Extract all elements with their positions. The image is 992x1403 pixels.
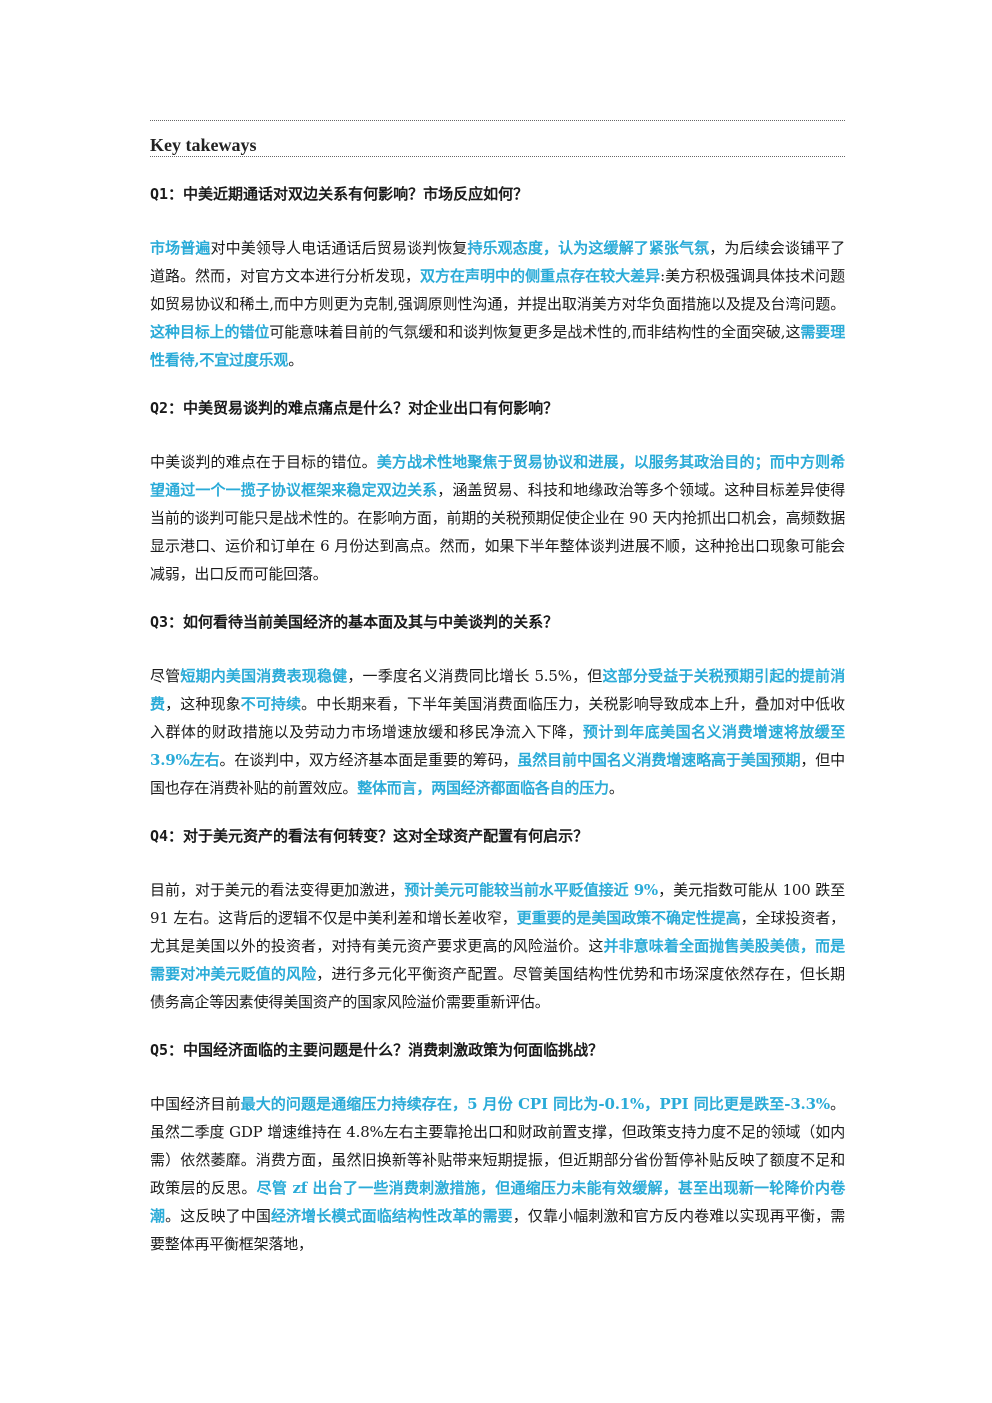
body-text: ，美元指数可能从 100 跌至 91 左右。这背后的逻辑不仅是中美利差和增长差收…: [150, 881, 845, 927]
highlighted-text: 最大的问题是通缩压力持续存在，5 月份 CPI 同比为-0.1%，PPI 同比更…: [240, 1095, 830, 1113]
top-dotted-rule: [150, 120, 845, 121]
body-text: ，涵盖贸易、科技和地缘政治等多个领域。这种目标差异使得当前的谈判可能只是战术性的…: [150, 481, 846, 583]
highlighted-text: 并非意味着全面抛售美股美债，而是需要对冲美元贬值的风险: [150, 937, 845, 983]
qa-content: Q1：中美近期通话对双边关系有何影响？市场反应如何？ 市场普遍对中美领导人电话通…: [150, 182, 845, 1280]
answer-paragraph: 目前，对于美元的看法变得更加激进，预计美元可能较当前水平贬值接近 9%，美元指数…: [150, 876, 845, 1016]
question-heading: Q2：中美贸易谈判的难点痛点是什么？对企业出口有何影响？: [150, 399, 559, 417]
highlighted-text: 市场普遍: [150, 239, 211, 257]
highlighted-text: 整体而言，两国经济都面临各自的压力: [357, 779, 609, 797]
body-text: 。在谈判中，双方经济基本面是重要的筹码，: [219, 751, 518, 769]
question-heading: Q3：如何看待当前美国经济的基本面及其与中美谈判的关系？: [150, 613, 559, 631]
highlighted-text: 双方在声明中的侧重点存在较大差异: [420, 267, 661, 285]
body-text: 。这反映了中国: [165, 1207, 271, 1225]
body-text: ，为后续会谈铺平了道路。然而，对官方文本进行分析发现，: [150, 239, 846, 285]
qa-section-2: Q2：中美贸易谈判的难点痛点是什么？对企业出口有何影响？ 中美谈判的难点在于目标…: [150, 396, 845, 588]
section-title: Key takeways: [150, 135, 257, 155]
highlighted-text: 尽管 zf 出台了一些消费刺激措施，但通缩压力未能有效缓解，甚至出现新一轮降价内…: [150, 1179, 845, 1225]
body-text: 对中美领导人电话通话后贸易谈判恢复: [210, 239, 468, 257]
body-text: ，仅靠小幅刺激和官方反内卷难以实现再平衡，需要整体再平衡框架落地，: [150, 1207, 845, 1253]
highlighted-text: 这部分受益于关税预期引起的提前消费: [150, 667, 845, 713]
highlighted-text: 这种目标上的错位: [150, 323, 270, 341]
answer-paragraph: 中国经济目前最大的问题是通缩压力持续存在，5 月份 CPI 同比为-0.1%，P…: [150, 1090, 845, 1258]
question-heading: Q1：中美近期通话对双边关系有何影响？市场反应如何？: [150, 185, 529, 203]
question-heading: Q4：对于美元资产的看法有何转变？这对全球资产配置有何启示？: [150, 827, 589, 845]
body-text: :美方积极强调具体技术问题如贸易协议和稀土,而中方则更为克制,强调原则性沟通，并…: [150, 267, 845, 313]
body-text: ，但中国也存在消费补贴的前置效应。: [150, 751, 845, 797]
highlighted-text: 经济增长模式面临结构性改革的需要: [270, 1207, 513, 1225]
qa-section-5: Q5：中国经济面临的主要问题是什么？消费刺激政策为何面临挑战？ 中国经济目前最大…: [150, 1038, 845, 1258]
qa-section-4: Q4：对于美元资产的看法有何转变？这对全球资产配置有何启示？ 目前，对于美元的看…: [150, 824, 845, 1016]
highlighted-text: 虽然目前中国名义消费增速略高于美国预期: [517, 751, 801, 769]
highlighted-text: 预计美元可能较当前水平贬值接近 9%: [404, 881, 658, 899]
highlighted-text: 持乐观态度，认为这缓解了紧张气氛: [467, 239, 710, 257]
body-text: 目前，对于美元的看法变得更加激进，: [150, 881, 405, 899]
body-text: 尽管: [150, 667, 181, 685]
body-text: ，这种现象: [165, 695, 241, 713]
qa-section-3: Q3：如何看待当前美国经济的基本面及其与中美谈判的关系？ 尽管短期内美国消费表现…: [150, 610, 845, 802]
body-text: 。: [608, 779, 624, 797]
body-text: 可能意味着目前的气氛缓和和谈判恢复更多是战术性的,而非结构性的全面突破,这: [269, 323, 801, 341]
body-text: 中国经济目前: [150, 1095, 241, 1113]
highlighted-text: 预计到年底美国名义消费增速将放缓至 3.9%左右: [150, 723, 846, 769]
body-text: ，进行多元化平衡资产配置。尽管美国结构性优势和市场深度依然存在，但长期债务高企等…: [150, 965, 845, 1011]
qa-section-1: Q1：中美近期通话对双边关系有何影响？市场反应如何？ 市场普遍对中美领导人电话通…: [150, 182, 845, 374]
answer-paragraph: 尽管短期内美国消费表现稳健，一季度名义消费同比增长 5.5%，但这部分受益于关税…: [150, 662, 845, 802]
highlighted-text: 不可持续: [240, 695, 302, 713]
question-heading: Q5：中国经济面临的主要问题是什么？消费刺激政策为何面临挑战？: [150, 1041, 604, 1059]
highlighted-text: 需要理性看待,不宜过度乐观: [150, 323, 846, 369]
bottom-dotted-rule: [150, 156, 845, 157]
answer-paragraph: 中美谈判的难点在于目标的错位。美方战术性地聚焦于贸易协议和进展，以服务其政治目的…: [150, 448, 845, 588]
body-text: 中美谈判的难点在于目标的错位。: [150, 453, 377, 471]
highlighted-text: 短期内美国消费表现稳健: [180, 667, 348, 685]
highlighted-text: 更重要的是美国政策不确定性提高: [516, 909, 741, 927]
highlighted-text: 美方战术性地聚焦于贸易协议和进展，以服务其政治目的；而中方则希望通过一个一揽子协…: [150, 453, 845, 499]
body-text: ，全球投资者，尤其是美国以外的投资者，对持有美元资产要求更高的风险溢价。这: [150, 909, 845, 955]
body-text: 。中长期来看，下半年美国消费面临压力，关税影响导致成本上升，叠加对中低收入群体的…: [150, 695, 845, 741]
body-text: 。: [288, 351, 304, 369]
body-text: ，一季度名义消费同比增长 5.5%，但: [347, 667, 603, 685]
body-text: 。虽然二季度 GDP 增速维持在 4.8%左右主要靠抢出口和财政前置支撑，但政策…: [150, 1095, 845, 1197]
answer-paragraph: 市场普遍对中美领导人电话通话后贸易谈判恢复持乐观态度，认为这缓解了紧张气氛，为后…: [150, 234, 845, 374]
